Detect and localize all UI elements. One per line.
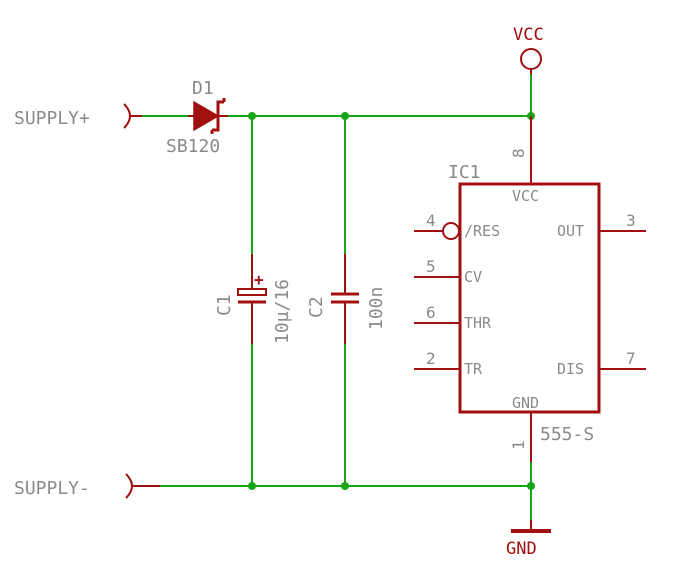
supply-plus-port: SUPPLY+ xyxy=(14,103,142,129)
capacitor-c1: + C1 10µ/16 xyxy=(214,254,293,344)
pin-label: TR xyxy=(464,360,483,378)
junction-dot xyxy=(248,112,256,120)
pin-number: 5 xyxy=(426,257,436,276)
pin-label: THR xyxy=(464,314,492,332)
pin-number: 3 xyxy=(626,211,636,230)
ic1-pin-cv: 5 CV xyxy=(414,257,482,286)
gnd-supply-symbol: GND xyxy=(506,520,551,559)
junction-dot xyxy=(341,112,349,120)
inversion-bubble-icon xyxy=(442,222,460,240)
ic1-value: 555-S xyxy=(540,424,594,445)
ic1-pin-vcc: 8 VCC xyxy=(509,116,539,205)
ic1-pin-tr: 2 TR xyxy=(414,349,483,378)
pin-number: 8 xyxy=(509,148,528,158)
diode-d1: D1 SB120 xyxy=(166,78,228,157)
pin-label: VCC xyxy=(512,187,539,205)
gnd-label: GND xyxy=(506,539,537,559)
vcc-circle-icon xyxy=(520,48,542,70)
pin-number: 6 xyxy=(426,303,436,322)
junction-dot xyxy=(341,482,349,490)
ic1-pin-out: 3 OUT xyxy=(557,211,646,240)
ic1-pin-res: 4 /RES xyxy=(414,211,500,240)
c2-value: 100n xyxy=(366,287,387,330)
pin-label: CV xyxy=(464,268,482,286)
junction-dot xyxy=(527,482,535,490)
supply-minus-port: SUPPLY- xyxy=(14,473,160,499)
supply-plus-label: SUPPLY+ xyxy=(14,108,90,129)
d1-value: SB120 xyxy=(166,136,220,157)
capacitor-c2: C2 100n xyxy=(306,254,387,344)
pin-label: DIS xyxy=(557,360,584,378)
port-connector-icon xyxy=(123,103,131,129)
vcc-label: VCC xyxy=(513,25,544,45)
pin-number: 1 xyxy=(509,440,528,450)
pin-number: 4 xyxy=(426,211,436,230)
ic1-pin-thr: 6 THR xyxy=(414,303,492,332)
pin-label: OUT xyxy=(557,222,584,240)
pin-number: 7 xyxy=(626,349,636,368)
pin-label: /RES xyxy=(464,222,500,240)
port-connector-icon xyxy=(125,473,133,499)
c2-name: C2 xyxy=(306,296,327,318)
vcc-supply-symbol: VCC xyxy=(513,25,544,74)
c1-plate-top xyxy=(237,288,267,296)
c1-value: 10µ/16 xyxy=(272,279,293,344)
ic1-pin-gnd: 1 GND xyxy=(509,394,539,462)
pin-number: 2 xyxy=(426,349,436,368)
c1-polarity-mark: + xyxy=(254,270,264,289)
junction-dot xyxy=(248,482,256,490)
ic1-pin-dis: 7 DIS xyxy=(557,349,646,378)
wires xyxy=(141,71,532,529)
ic1-body xyxy=(458,182,601,414)
d1-name: D1 xyxy=(192,78,214,99)
pin-label: GND xyxy=(512,394,539,412)
schottky-diode-icon xyxy=(193,100,220,132)
c1-name: C1 xyxy=(214,294,235,316)
supply-minus-label: SUPPLY- xyxy=(14,478,90,499)
ic1-555-timer: IC1 555-S 8 VCC 4 /RES 5 CV 6 THR xyxy=(414,116,646,462)
ic1-name: IC1 xyxy=(448,162,481,183)
